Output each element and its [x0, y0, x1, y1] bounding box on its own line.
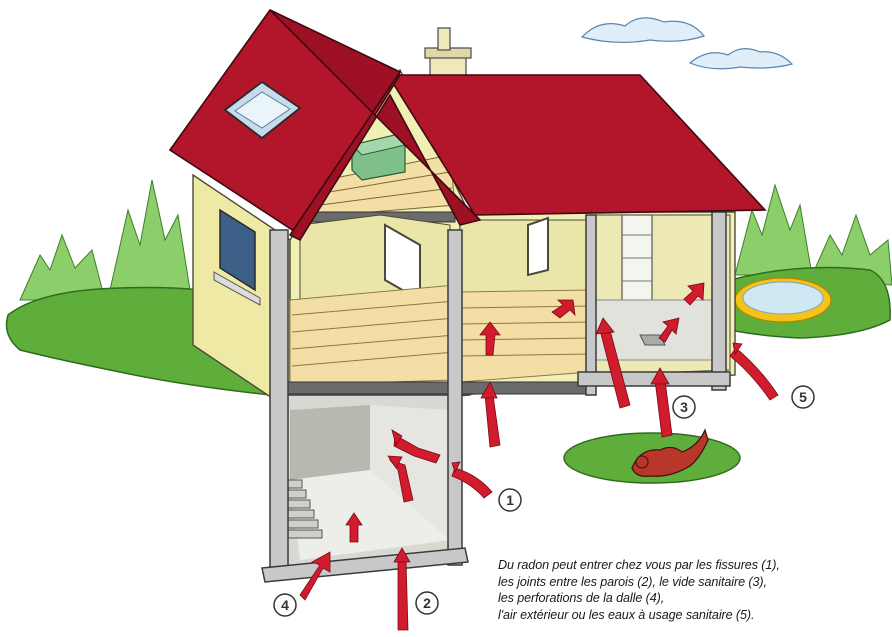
marker-4: 4 [274, 594, 296, 616]
caption-line-3: les perforations de la dalle (4), [498, 590, 892, 607]
basement [280, 395, 460, 575]
marker-5-label: 5 [799, 389, 807, 405]
marker-2: 2 [416, 592, 438, 614]
marker-2-label: 2 [423, 595, 431, 611]
marker-3-label: 3 [680, 399, 688, 415]
ground-floor-planks [290, 285, 590, 385]
caption-line-4: l'air extérieur ou les eaux à usage sani… [498, 607, 892, 624]
caption-line-1: Du radon peut entrer chez vous par les f… [498, 557, 892, 574]
arrow-outside-air [730, 348, 778, 400]
marker-3: 3 [673, 396, 695, 418]
caption: Du radon peut entrer chez vous par les f… [498, 557, 892, 623]
marker-1: 1 [499, 489, 521, 511]
marker-1-label: 1 [506, 492, 514, 508]
dog-on-grass [564, 430, 740, 483]
arrow-crawl-2 [655, 380, 672, 437]
caption-line-2: les joints entre les parois (2), le vide… [498, 574, 892, 591]
clouds [582, 18, 792, 69]
marker-4-label: 4 [281, 597, 289, 613]
marker-5: 5 [792, 386, 814, 408]
main-joist [285, 382, 590, 394]
pool [735, 278, 831, 322]
arrow-joint [398, 560, 408, 630]
arrow-ground-1 [485, 395, 500, 447]
